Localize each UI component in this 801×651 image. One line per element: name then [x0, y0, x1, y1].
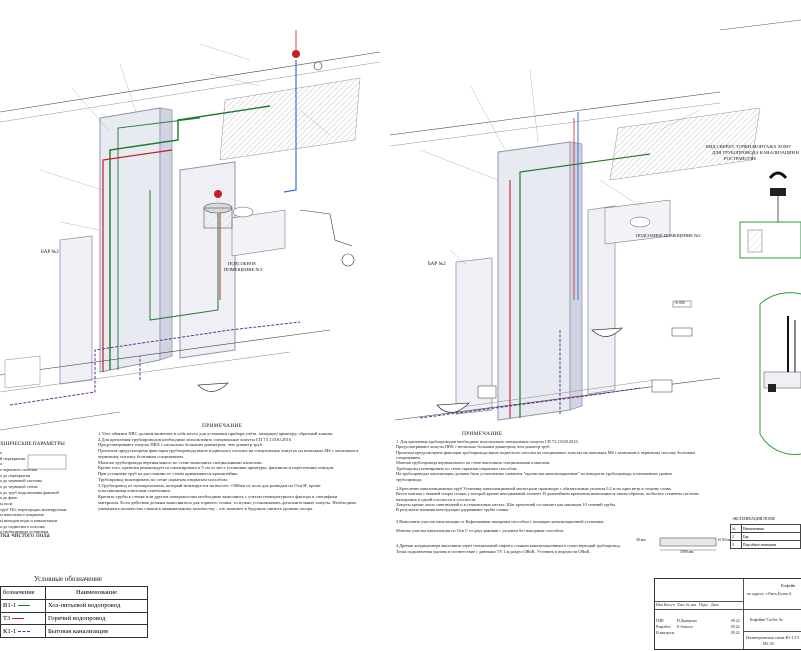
explication-title: ЭКСПЛИКАЦИЯ ПОМЕ	[732, 516, 776, 521]
wall-column	[179, 161, 236, 359]
table-row: 3 Подсобное помещени	[730, 540, 801, 549]
floor-mark-label: тка чистого пола	[0, 531, 50, 539]
wall-panel	[59, 235, 93, 385]
cold-water-pipe	[117, 117, 201, 370]
table-row: К1-1 Бытовая канализация	[0, 624, 148, 638]
right-title-1: ВИД СВЕРХУ. ТОЧКИ МОНТАЖА ХОМУ	[706, 144, 792, 149]
room-label-left-2: ПОМЕЩЕНИЕ №3	[224, 267, 263, 272]
tech-params-title: ХНИЧЕСКИЕ ПАРАМЕТРЫ	[0, 441, 65, 447]
dimension-30mm: 30 мм	[636, 538, 646, 542]
riser-pipe	[283, 60, 297, 193]
stamp-name-1: Е.Апполо	[677, 625, 693, 629]
valve-marker	[292, 50, 300, 58]
wall-column	[455, 257, 493, 415]
stamp-col-2: Лист	[677, 603, 685, 607]
stamp-date-1: 09.24	[731, 625, 740, 629]
stamp-role-2: Н.контроль	[656, 631, 675, 635]
legend-line-hot	[11, 617, 24, 619]
table-row: В1-1 Хоз-питьевой водопровод	[0, 598, 148, 613]
stamp-col-0: Изм.	[656, 603, 664, 607]
stamp-customer: Кофейня"Coffee Ас	[750, 617, 783, 622]
bar-label-left: БАР №2	[41, 250, 59, 255]
center-isometric-scheme	[389, 69, 761, 551]
hot-water-pipe	[102, 149, 173, 372]
table-row: 2 Бар	[730, 532, 801, 541]
stamp-date-2: 09.24	[731, 631, 740, 635]
right-title-3: РОСТРАНСТВЕ	[724, 156, 757, 161]
center-notes: 1. Для крепления трубопроводов необходим…	[396, 439, 699, 554]
room-label-center: ПОДСОБНОЕ ПОМЕЩЕНИЕ №3	[636, 233, 701, 238]
room-label-left-1: ПОДСОБНОЕ	[228, 261, 256, 266]
stamp-col-1: Кол.уч	[664, 603, 675, 607]
stamp-project: Кофейн	[781, 583, 796, 588]
right-title-2: ДЛЯ ТРУБОПРОВОДА КАНАЛИЗАЦИИ В	[712, 150, 800, 155]
right-detail-panel	[719, 19, 801, 455]
title-block: Изм. Кол.уч Лист № док Подп. Дата ГИП Ра…	[654, 578, 801, 650]
table-row: Т3 Горячий водопровод	[0, 611, 148, 626]
stamp-name-0: Н.Дмитрова	[677, 619, 697, 623]
cold-water-pipe	[109, 105, 271, 370]
left-notes: 1.Узел обвязки ХВС должен включать в себ…	[98, 431, 359, 511]
level-mark: +0.000	[674, 301, 685, 305]
legend-table: бозначение Наименование В1-1 Хоз-питьево…	[0, 586, 148, 638]
sewer-pipe	[9, 321, 301, 406]
table-row: № Наименовани	[730, 524, 801, 533]
stamp-col-3: № док	[686, 603, 697, 607]
table-row: бозначение Наименование	[0, 586, 148, 600]
legend-title: Условные обозначение	[34, 575, 102, 583]
center-note-title: ПРИМЕЧАНИЕ	[462, 431, 503, 437]
legend-line-cold	[17, 605, 30, 607]
wall-column	[497, 141, 571, 421]
dimension-1000mm: 1000 мм	[680, 550, 694, 554]
stamp-address: по адресу: г.Омск,Бульв А	[747, 591, 792, 596]
legend-line-sewer	[17, 630, 30, 632]
bar-label-center: БАР №2	[428, 262, 446, 267]
stamp-col-5: Дата	[711, 603, 719, 607]
stamp-role-0: ГИП	[656, 619, 664, 623]
left-isometric-scheme	[0, 30, 381, 470]
left-note-title: ПРИМЕЧАНИЕ	[202, 423, 243, 429]
explication-table: № Наименовани 2 Бар 3 Подсобное помещени	[730, 524, 801, 549]
tech-params-list: а й перекрытия а а чернового потолка а д…	[0, 450, 67, 535]
stamp-date-0: 09.24	[731, 619, 740, 623]
stamp-scale: М1:50	[763, 641, 774, 646]
stamp-role-1: Разработ.	[656, 625, 671, 629]
stamp-col-4: Подп.	[699, 603, 709, 607]
stamp-drawing-title: Изометрическая схема В1-1,Т3	[746, 635, 799, 640]
dimension-50mm: Ø 50 мм	[718, 538, 732, 542]
